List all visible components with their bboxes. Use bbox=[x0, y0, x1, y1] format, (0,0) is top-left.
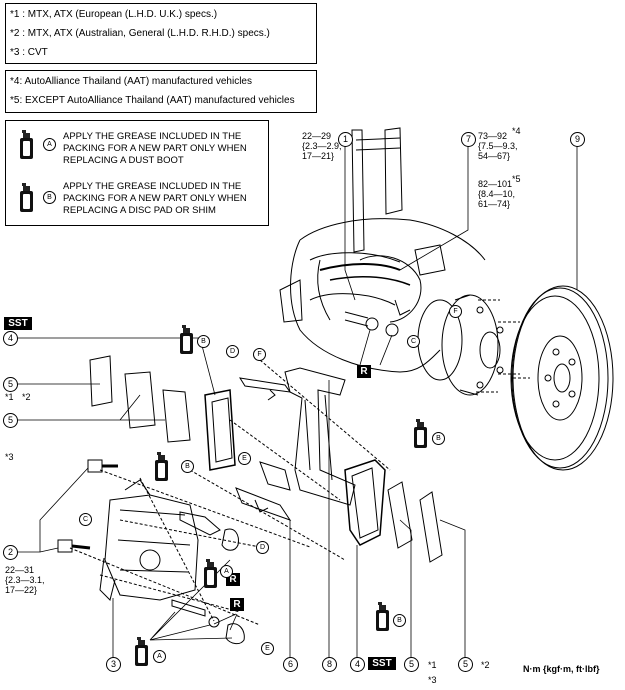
disc-rotor-drawing bbox=[510, 285, 614, 471]
torque-spec-2: 73—92 {7.5—9.3, 54—67} bbox=[478, 131, 518, 161]
grease-can-icon bbox=[20, 130, 33, 159]
grease-note-a-text: APPLY THE GREASE INCLUDED IN THE PACKING… bbox=[63, 131, 247, 166]
grease-can-icon bbox=[135, 637, 148, 666]
torque-spec-3-mark: *5 bbox=[512, 174, 521, 184]
callout-5: 5 bbox=[404, 657, 419, 672]
torque-spec-1: 22—29 {2.3—2.9, 17—21} bbox=[302, 131, 342, 161]
grease-point-b-icon: B bbox=[432, 432, 445, 445]
replace-part-badge: R bbox=[230, 598, 244, 611]
reference-point-c-icon: C bbox=[79, 513, 92, 526]
callout-4: 4 bbox=[350, 657, 365, 672]
spec-note-3: *3 : CVT bbox=[10, 47, 48, 58]
torque-spec-2-mark: *4 bbox=[512, 126, 521, 136]
spec-notes-box: *1 : MTX, ATX (European (L.H.D. U.K.) sp… bbox=[5, 3, 317, 64]
callout-9: 9 bbox=[570, 132, 585, 147]
callout-6: 6 bbox=[283, 657, 298, 672]
grease-point-b-icon: B bbox=[43, 191, 56, 204]
caliper-bracket-drawing bbox=[259, 367, 356, 506]
guide-pins-drawing bbox=[57, 459, 311, 645]
grease-can-icon bbox=[155, 452, 168, 481]
spec-note-1: *1 : MTX, ATX (European (L.H.D. U.K.) sp… bbox=[10, 9, 218, 20]
sst-badge: SST bbox=[4, 317, 32, 330]
grease-point-b-icon: B bbox=[393, 614, 406, 627]
grease-point-a-icon: A bbox=[220, 565, 233, 578]
reference-point-f-icon: F bbox=[449, 305, 462, 318]
torque-spec-4: 22—31 {2.3—3.1, 17—22} bbox=[5, 565, 45, 595]
plant-note-5: *5: EXCEPT AutoAlliance Thailand (AAT) m… bbox=[10, 95, 295, 106]
note-ref-2: *2 bbox=[481, 660, 490, 670]
reference-point-d-icon: D bbox=[256, 541, 269, 554]
reference-point-d-icon: D bbox=[226, 345, 239, 358]
spec-note-2: *2 : MTX, ATX (Australian, General (L.H.… bbox=[10, 28, 270, 39]
outer-pad-set-drawing bbox=[189, 359, 443, 563]
plant-notes-box: *4: AutoAlliance Thailand (AAT) manufact… bbox=[5, 70, 317, 113]
callout-7: 7 bbox=[461, 132, 476, 147]
callout-5: 5 bbox=[458, 657, 473, 672]
wheel-hub-drawing bbox=[417, 294, 520, 396]
grease-point-b-icon: B bbox=[197, 335, 210, 348]
callout-2: 2 bbox=[3, 545, 18, 560]
grease-can-icon bbox=[376, 602, 389, 631]
sst-badge: SST bbox=[368, 657, 396, 670]
note-ref-2: *2 bbox=[22, 392, 31, 402]
grease-point-b-icon: B bbox=[181, 460, 194, 473]
replace-part-badge: R bbox=[357, 365, 371, 378]
note-ref-3: *3 bbox=[428, 675, 437, 685]
callout-5: 5 bbox=[3, 413, 18, 428]
callout-3: 3 bbox=[106, 657, 121, 672]
reference-point-c-icon: C bbox=[407, 335, 420, 348]
grease-point-a-icon: A bbox=[153, 650, 166, 663]
grease-can-icon bbox=[180, 325, 193, 354]
inner-pad-set-drawing bbox=[89, 355, 236, 471]
callout-1: 1 bbox=[338, 132, 353, 147]
grease-can-icon bbox=[204, 559, 217, 588]
grease-notes-box: A APPLY THE GREASE INCLUDED IN THE PACKI… bbox=[5, 120, 269, 226]
callout-8: 8 bbox=[322, 657, 337, 672]
grease-point-a-icon: A bbox=[43, 138, 56, 151]
callout-4: 4 bbox=[3, 331, 18, 346]
caliper-body-drawing bbox=[99, 479, 199, 601]
torque-unit-label: N·m {kgf·m, ft·lbf} bbox=[523, 664, 600, 674]
steering-knuckle-drawing bbox=[279, 127, 486, 373]
callout-5: 5 bbox=[3, 377, 18, 392]
reference-point-f-icon: F bbox=[253, 348, 266, 361]
reference-point-e-icon: E bbox=[238, 452, 251, 465]
leader-lines bbox=[10, 145, 578, 660]
grease-can-icon bbox=[414, 419, 427, 448]
note-ref-1: *1 bbox=[5, 392, 14, 402]
pad-clips-drawing bbox=[235, 377, 292, 521]
grease-note-b-text: APPLY THE GREASE INCLUDED IN THE PACKING… bbox=[63, 181, 247, 216]
plant-note-4: *4: AutoAlliance Thailand (AAT) manufact… bbox=[10, 76, 252, 87]
grease-can-icon bbox=[20, 183, 33, 212]
note-ref-3: *3 bbox=[5, 452, 14, 462]
torque-spec-3: 82—101 {8.4—10, 61—74} bbox=[478, 179, 516, 209]
note-ref-1: *1 bbox=[428, 660, 437, 670]
reference-point-e-icon: E bbox=[261, 642, 274, 655]
